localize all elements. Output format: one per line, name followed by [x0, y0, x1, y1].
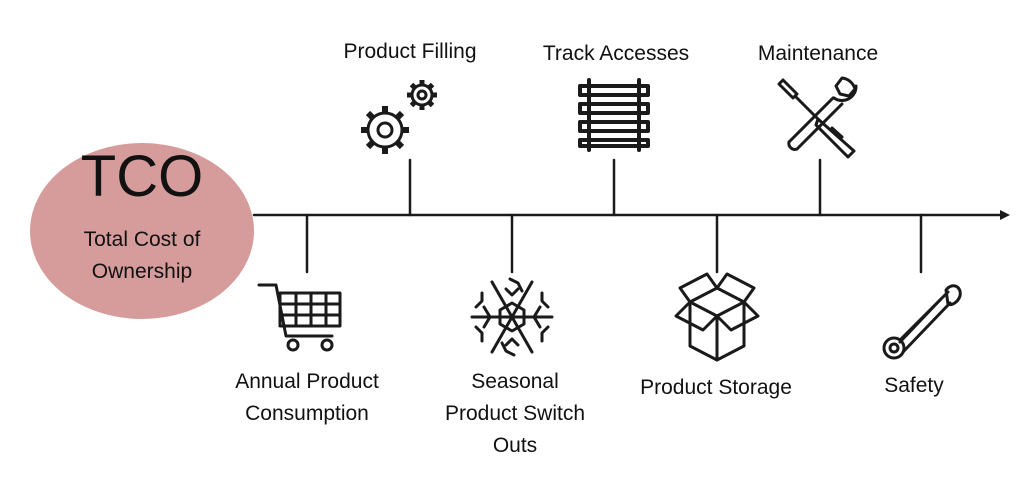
- label-product-filling: Product Filling: [343, 40, 477, 63]
- tco-circle: [30, 143, 254, 319]
- label-maintenance: Maintenance: [757, 42, 879, 65]
- label-annual-product-consumption: Annual Product Consumption: [235, 370, 379, 425]
- wrench-screwdriver-icon: [777, 76, 858, 159]
- label-safety: Safety: [884, 374, 944, 397]
- gears-icon: [361, 80, 437, 154]
- open-box-icon: [674, 272, 760, 362]
- label-track-accesses: Track Accesses: [542, 42, 690, 65]
- timeline-arrowhead: [1000, 210, 1010, 220]
- tco-full-name: Total Cost of Ownership: [83, 228, 201, 283]
- label-product-storage: Product Storage: [640, 376, 792, 399]
- label-seasonal-product-switch-outs: Seasonal Product Switch Outs: [444, 370, 586, 457]
- snowflake-icon: [470, 277, 554, 357]
- safety-pin-icon: [882, 284, 962, 360]
- shopping-cart-icon: [257, 283, 342, 352]
- railway-track-icon: [578, 78, 650, 152]
- tco-abbreviation: TCO: [80, 144, 204, 209]
